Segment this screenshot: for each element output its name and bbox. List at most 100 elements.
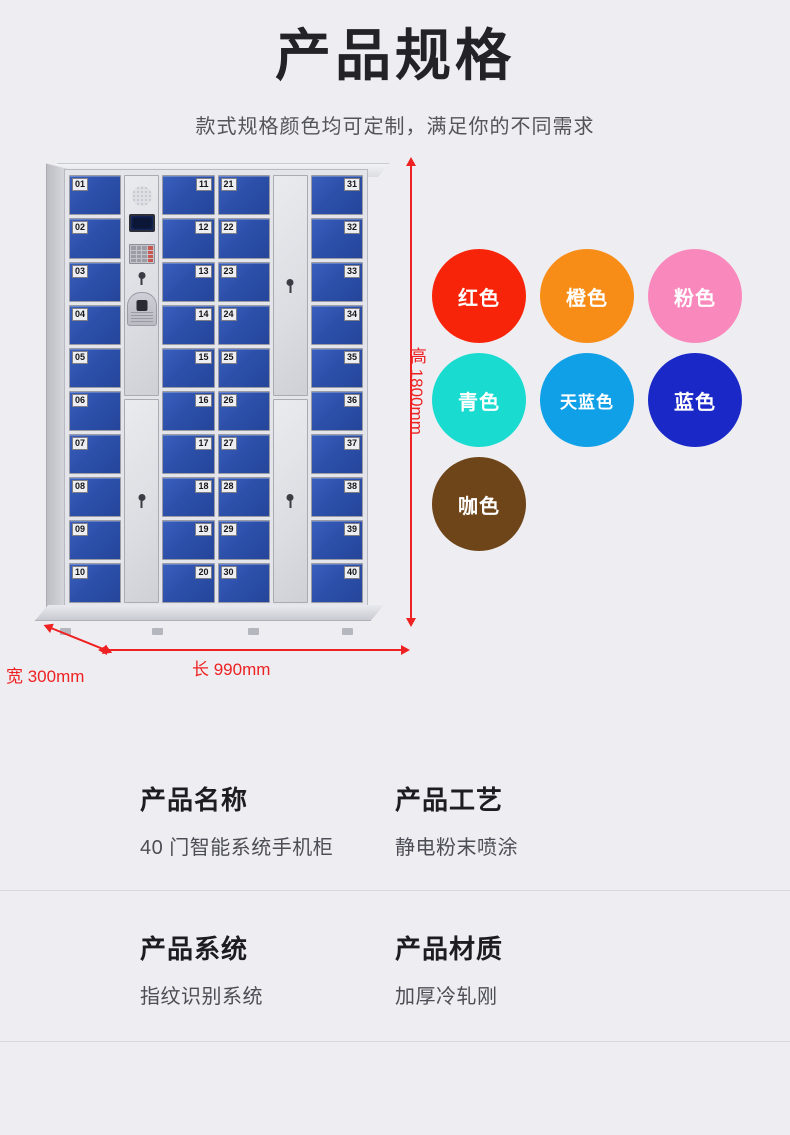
color-label: 青色 (458, 391, 500, 414)
locker-number: 03 (72, 264, 89, 278)
locker-column-2: 11 12 13 14 15 16 17 18 19 20 (162, 175, 215, 604)
color-swatch-orange[interactable]: 橙色 (540, 249, 634, 344)
locker-column-4: 31 32 33 34 35 36 37 38 39 40 (310, 175, 363, 604)
locker-door[interactable]: 11 (162, 175, 215, 216)
key-lock-icon[interactable] (286, 278, 294, 293)
color-swatch-blue[interactable]: 蓝色 (648, 353, 742, 448)
locker-door[interactable]: 40 (310, 563, 363, 604)
locker-door[interactable]: 19 (162, 520, 215, 561)
spec-divider (0, 890, 790, 891)
specification-table: 产品名称 40 门智能系统手机柜 产品工艺 静电粉末喷涂 产品系统 指纹识别系统… (0, 780, 790, 1042)
utility-door[interactable] (124, 399, 160, 604)
color-swatch-sky-blue[interactable]: 天蓝色 (540, 353, 634, 448)
locker-door[interactable]: 12 (162, 218, 215, 259)
locker-door[interactable]: 08 (69, 477, 122, 518)
keypad-key[interactable] (148, 254, 153, 259)
utility-column (272, 175, 308, 604)
scanner-label-lines (130, 312, 153, 323)
keypad-key[interactable] (130, 250, 136, 254)
locker-door[interactable]: 39 (310, 520, 363, 561)
keypad-key[interactable] (136, 246, 142, 250)
locker-door[interactable]: 37 (310, 433, 363, 475)
locker-door[interactable]: 15 (162, 347, 215, 388)
locker-door[interactable]: 31 (310, 175, 363, 216)
cabinet-front-face: 01 02 03 04 05 06 07 08 09 10 (64, 169, 368, 610)
locker-cabinet-illustration: 01 02 03 04 05 06 07 08 09 10 (6, 157, 434, 697)
locker-door[interactable]: 34 (310, 304, 363, 345)
locker-door[interactable]: 25 (217, 347, 270, 388)
spec-cell-product-material: 产品材质 加厚冷轧刚 (395, 929, 650, 1009)
keypad-key[interactable] (136, 254, 142, 259)
locker-number: 14 (195, 307, 212, 321)
key-lock-icon[interactable] (138, 494, 146, 509)
locker-door[interactable]: 04 (69, 304, 122, 345)
keypad-key[interactable] (136, 250, 142, 254)
keypad-key[interactable] (142, 246, 147, 250)
locker-door[interactable]: 21 (217, 175, 270, 216)
locker-door[interactable]: 29 (217, 520, 270, 561)
locker-door[interactable]: 13 (162, 261, 215, 302)
color-swatch-cyan[interactable]: 青色 (432, 353, 526, 448)
locker-door[interactable]: 06 (69, 390, 122, 431)
locker-number: 13 (195, 264, 212, 278)
keypad-key[interactable] (142, 250, 147, 254)
locker-door[interactable]: 02 (69, 218, 122, 259)
locker-door[interactable]: 24 (217, 304, 270, 345)
locker-door[interactable]: 05 (69, 347, 122, 388)
color-options: 红色 橙色 粉色 青色 天蓝色 蓝色 咖色 (432, 249, 772, 552)
keypad-key[interactable] (130, 254, 136, 259)
locker-number: 07 (72, 436, 89, 450)
locker-door[interactable]: 09 (69, 520, 122, 561)
utility-door[interactable] (272, 175, 308, 397)
locker-door[interactable]: 16 (162, 390, 215, 431)
locker-door[interactable]: 14 (162, 304, 215, 345)
key-lock-icon[interactable] (138, 272, 146, 286)
locker-door[interactable]: 30 (217, 563, 270, 604)
color-label: 咖色 (458, 495, 500, 518)
numeric-keypad[interactable] (128, 244, 155, 265)
keypad-key[interactable] (136, 259, 142, 263)
key-lock-icon[interactable] (286, 494, 294, 509)
keypad-key[interactable] (148, 250, 153, 254)
color-swatch-brown[interactable]: 咖色 (432, 457, 526, 552)
locker-door[interactable]: 33 (310, 261, 363, 302)
color-swatch-red[interactable]: 红色 (432, 249, 526, 344)
keypad-key[interactable] (130, 246, 136, 250)
color-label: 红色 (458, 287, 500, 310)
spec-key: 产品材质 (395, 934, 504, 964)
locker-door[interactable]: 28 (217, 477, 270, 518)
color-swatch-pink[interactable]: 粉色 (648, 249, 742, 344)
locker-number: 15 (195, 350, 212, 364)
locker-door[interactable]: 38 (310, 477, 363, 518)
locker-door[interactable]: 17 (162, 433, 215, 475)
locker-door[interactable]: 35 (310, 347, 363, 388)
spec-row: 产品名称 40 门智能系统手机柜 产品工艺 静电粉末喷涂 (0, 780, 790, 860)
locker-door[interactable]: 32 (310, 218, 363, 259)
cabinet-base (34, 605, 385, 622)
control-panel[interactable] (124, 175, 160, 397)
locker-door[interactable]: 20 (162, 563, 215, 604)
locker-door[interactable]: 10 (69, 563, 122, 604)
locker-number: 28 (220, 480, 237, 494)
keypad-key[interactable] (148, 246, 153, 250)
utility-door[interactable] (272, 399, 308, 604)
keypad-key[interactable] (148, 259, 153, 263)
keypad-key[interactable] (142, 254, 147, 259)
locker-door[interactable]: 23 (217, 261, 270, 302)
locker-door[interactable]: 01 (69, 175, 122, 216)
locker-door[interactable]: 36 (310, 390, 363, 431)
locker-door[interactable]: 26 (217, 390, 270, 431)
page-title: 产品规格 (275, 24, 515, 87)
spec-value: 指纹识别系统 (140, 986, 263, 1008)
spec-cell-product-process: 产品工艺 静电粉末喷涂 (395, 780, 650, 860)
length-dimension-line (98, 645, 410, 656)
locker-door[interactable]: 18 (162, 477, 215, 518)
fingerprint-scanner[interactable] (126, 292, 157, 327)
locker-door[interactable]: 27 (217, 433, 270, 475)
locker-door[interactable]: 03 (69, 261, 122, 302)
keypad-key[interactable] (130, 259, 136, 263)
locker-door[interactable]: 07 (69, 433, 122, 475)
locker-door[interactable]: 22 (217, 218, 270, 259)
keypad-key[interactable] (142, 259, 147, 263)
page-subtitle: 款式规格颜色均可定制，满足你的不同需求 (195, 116, 595, 139)
